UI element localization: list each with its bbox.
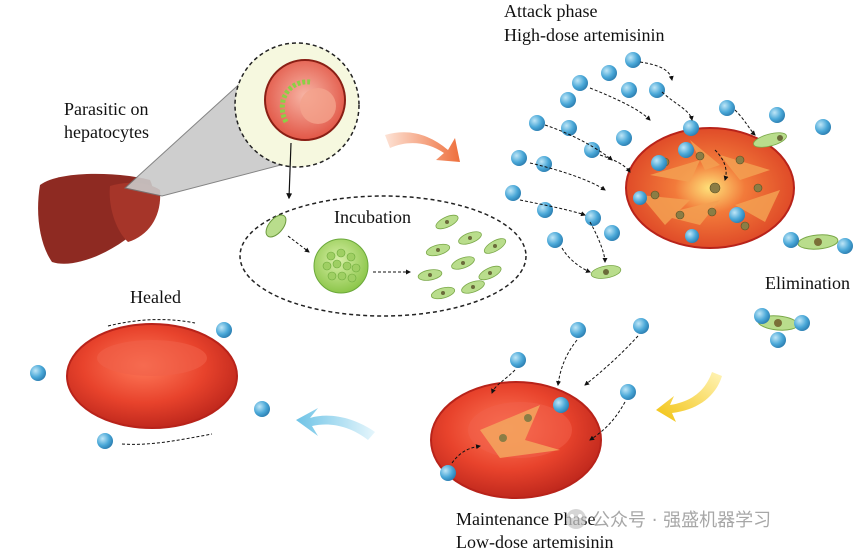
label-maintenance-2: Low-dose artemisinin bbox=[456, 532, 613, 552]
arrow-to-maintenance bbox=[656, 372, 722, 422]
label-attack-2: High-dose artemisinin bbox=[504, 25, 664, 45]
maintenance-paths bbox=[451, 335, 639, 464]
healed-drug-molecules bbox=[30, 322, 270, 449]
arrow-to-healed bbox=[296, 408, 375, 440]
healed-paths bbox=[107, 319, 213, 445]
label-parasitic-2: hepatocytes bbox=[64, 122, 149, 142]
label-incubation: Incubation bbox=[334, 207, 411, 227]
arrow-to-attack bbox=[385, 132, 460, 162]
hepatocyte-zoom bbox=[234, 42, 360, 168]
label-elimination: Elimination bbox=[765, 273, 850, 293]
infected-rbc-attack bbox=[625, 127, 795, 249]
incubation-region bbox=[239, 195, 527, 317]
label-parasitic-1: Parasitic on bbox=[64, 99, 148, 119]
healthy-rbc bbox=[66, 323, 238, 429]
eliminated-parasites bbox=[754, 232, 853, 348]
label-attack-1: Attack phase bbox=[504, 1, 597, 21]
rbc-maintenance bbox=[430, 381, 602, 499]
attack-paths bbox=[519, 61, 756, 273]
watermark-text: 公众号 · 强盛机器学习 bbox=[592, 510, 771, 531]
watermark: 公众号 · 强盛机器学习 bbox=[566, 509, 771, 531]
label-maintenance-1: Maintenance Phase bbox=[456, 509, 595, 529]
attack-drug-molecules bbox=[505, 52, 831, 248]
liver-organ bbox=[38, 173, 161, 264]
label-healed: Healed bbox=[130, 287, 181, 307]
maintenance-drug-molecules bbox=[440, 318, 649, 481]
